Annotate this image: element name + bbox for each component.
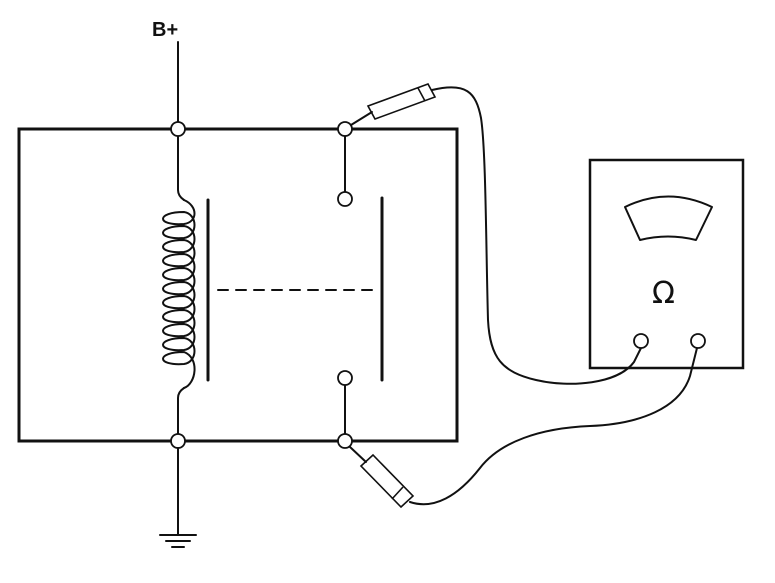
switch-terminal-bottom xyxy=(337,433,353,449)
upper-test-lead xyxy=(431,86,642,385)
ohmmeter-terminal-right xyxy=(690,333,706,349)
lower-test-lead xyxy=(409,347,698,506)
switch-terminal-top xyxy=(337,121,353,137)
upper-contact-point xyxy=(337,191,353,207)
relay-housing xyxy=(17,127,459,443)
coil-terminal-top xyxy=(170,121,186,137)
ohm-symbol: Ω xyxy=(652,276,675,311)
ground-icon xyxy=(159,447,197,548)
coil-terminal-bottom xyxy=(170,433,186,449)
ohmmeter-body xyxy=(588,158,745,370)
supply-label: B+ xyxy=(152,19,178,41)
coil-upper-lead xyxy=(177,135,185,201)
relay-coil-icon xyxy=(162,199,196,389)
ohmmeter-icon: Ω xyxy=(588,158,745,370)
ohmmeter-dial xyxy=(624,195,713,241)
test-probe-icon xyxy=(350,83,437,126)
lower-contact-point xyxy=(337,370,353,386)
coil-lower-lead xyxy=(177,387,185,435)
ohmmeter-terminal-left xyxy=(633,333,649,349)
test-probe-icon xyxy=(349,446,415,509)
